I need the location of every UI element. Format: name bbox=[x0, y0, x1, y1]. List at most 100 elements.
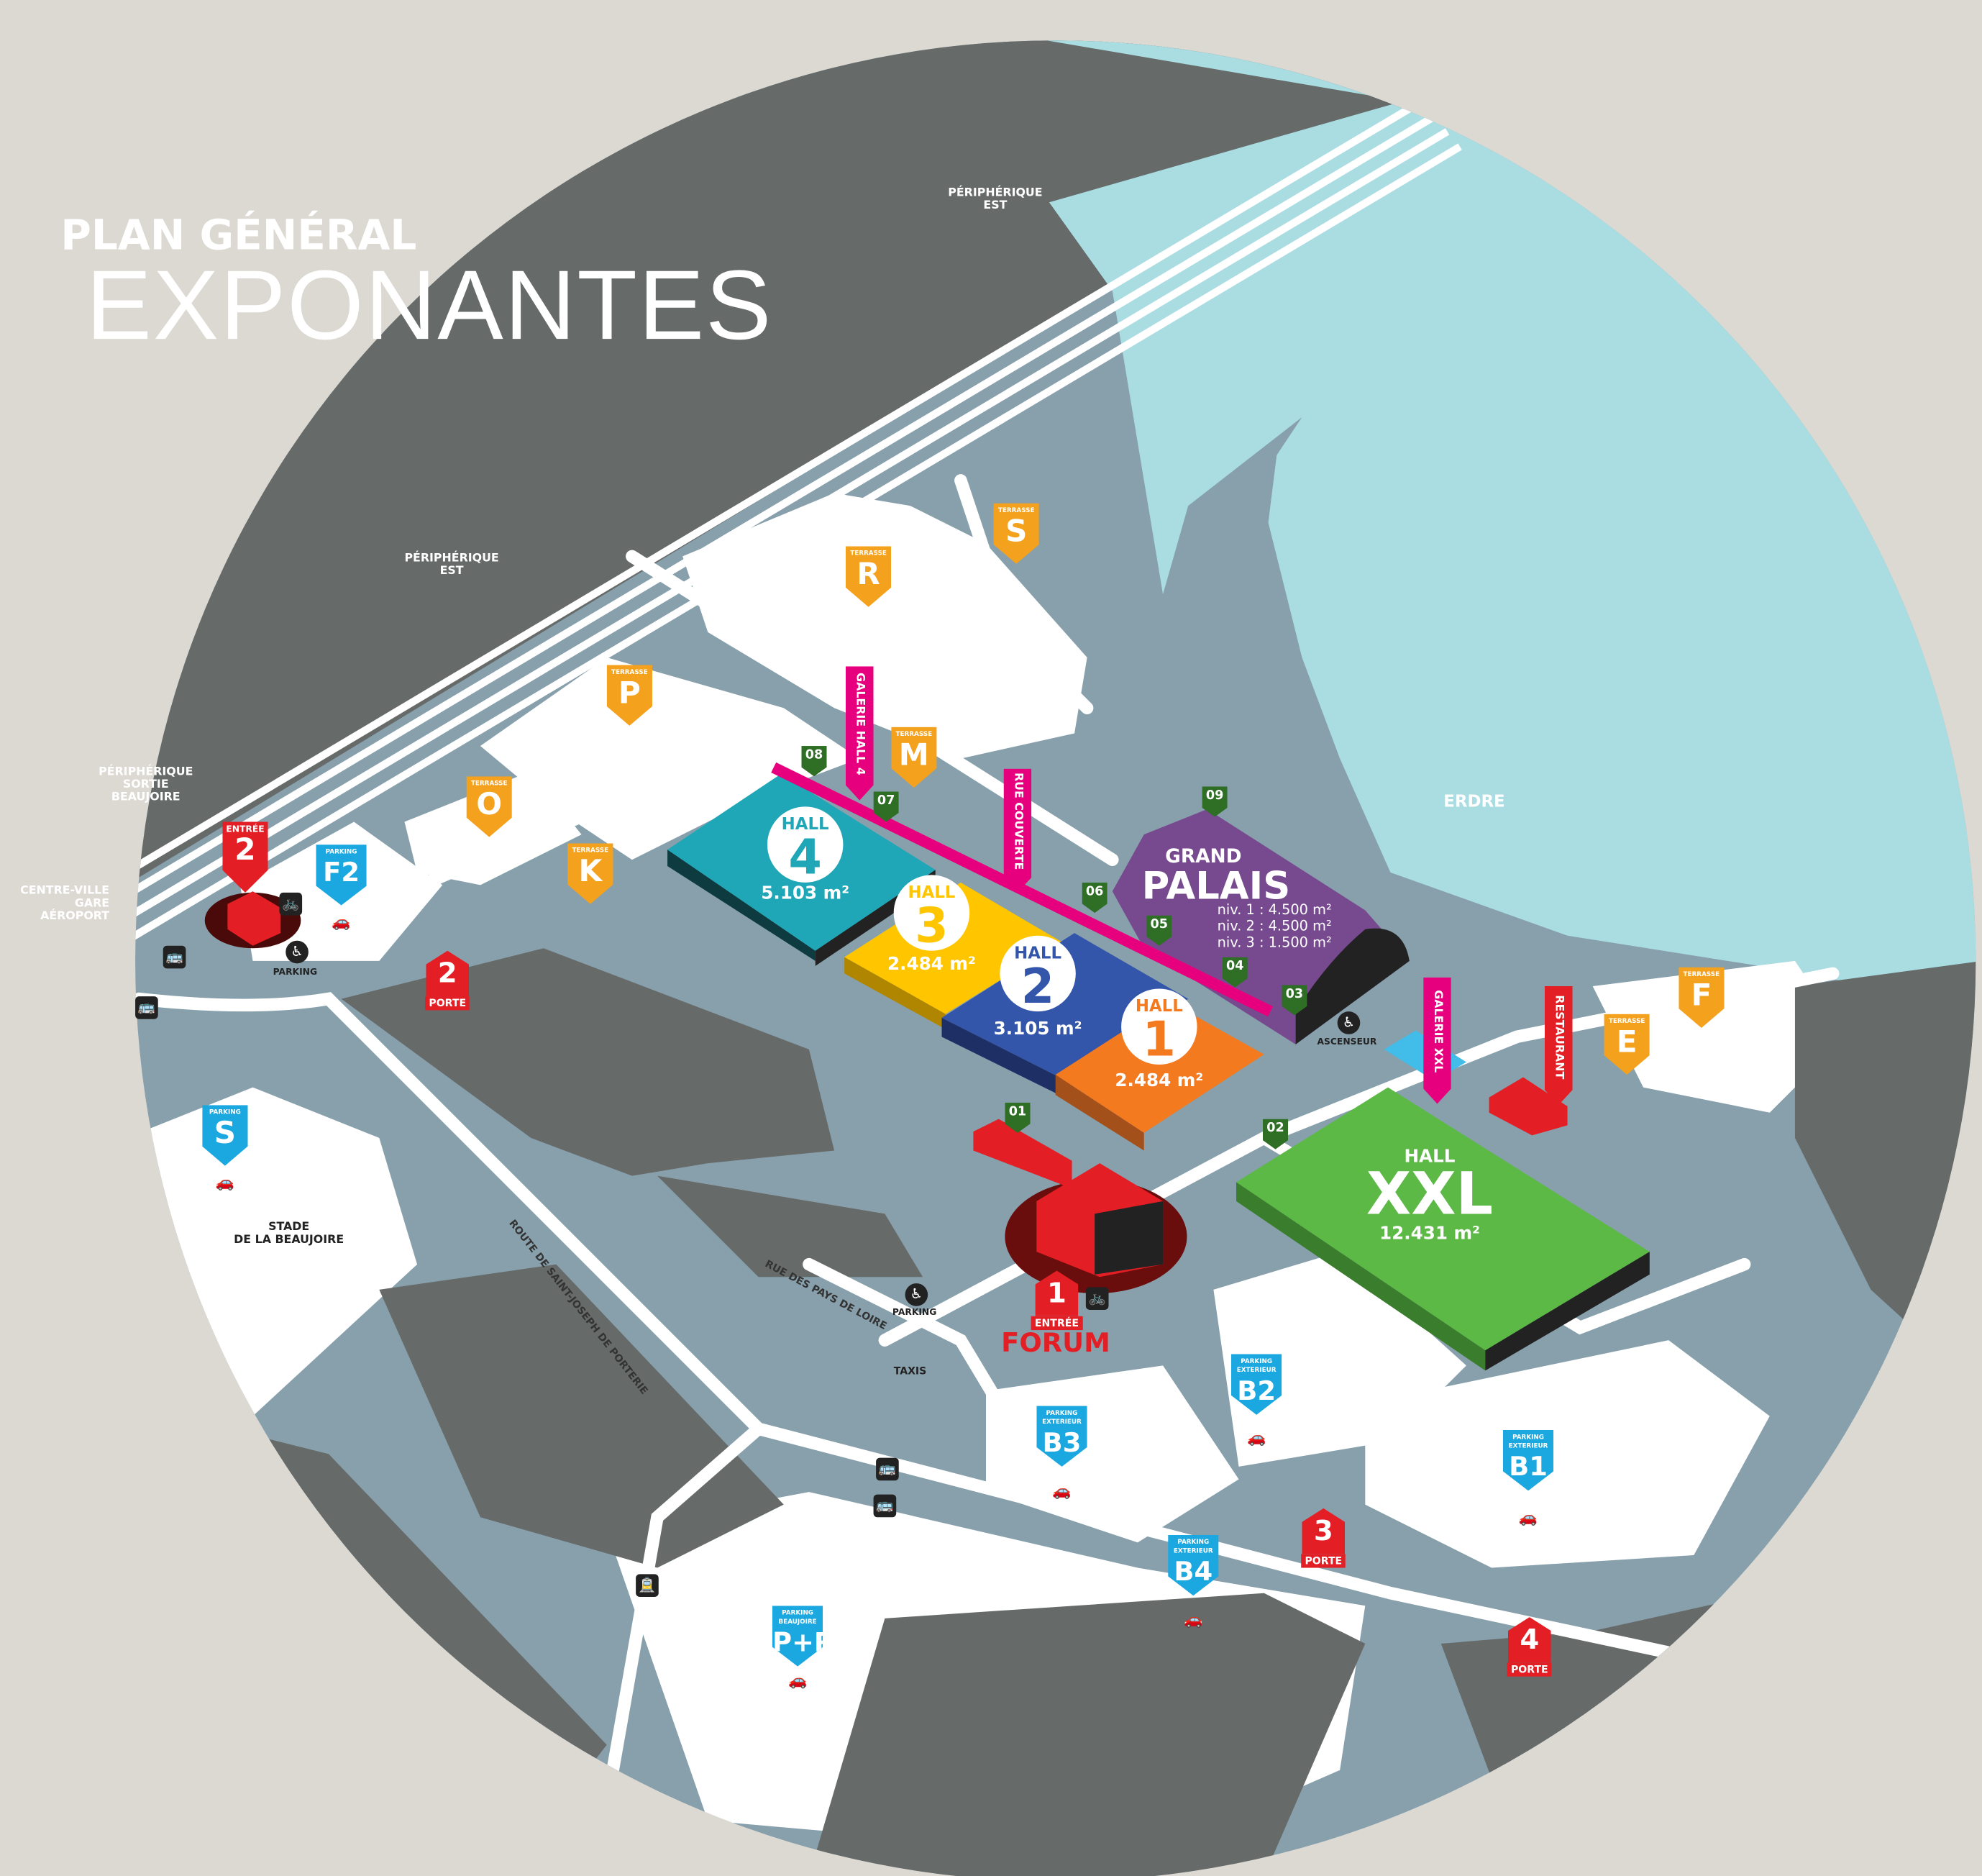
forum-label: FORUM bbox=[1001, 1327, 1110, 1358]
marker-caption: TERRASSE bbox=[1608, 1017, 1645, 1026]
wheelchair-icon: ♿ bbox=[905, 1283, 928, 1306]
grand-palais-line2: PALAIS bbox=[1141, 865, 1291, 909]
grand-palais-level-2: niv. 2 : 4.500 m² bbox=[1217, 918, 1332, 934]
car-icon: 🚗 bbox=[1052, 1482, 1072, 1500]
restaurant-banner[interactable]: RESTAURANT bbox=[1545, 986, 1573, 1105]
hall-4-label: HALL bbox=[781, 815, 829, 835]
hall-3-label: HALL bbox=[908, 883, 956, 903]
rue-couverte-banner[interactable]: RUE COUVERTE bbox=[1004, 769, 1032, 893]
hall-2-number: 2 bbox=[1020, 958, 1055, 1014]
rue-couverte-gallery bbox=[771, 762, 1273, 1017]
marker-caption: TERRASSE bbox=[1683, 970, 1720, 979]
marker-caption: PARKING EXTERIEUR bbox=[1042, 1409, 1082, 1426]
marker-caption: TERRASSE bbox=[572, 847, 609, 855]
porte-4-label: PORTE bbox=[1507, 1662, 1552, 1677]
bus-icon: 🚌 bbox=[135, 996, 158, 1019]
marker-letter: M bbox=[898, 737, 929, 773]
entree-1-marker[interactable]: 1 bbox=[1035, 1270, 1079, 1316]
grand-palais-level-3: niv. 3 : 1.500 m² bbox=[1217, 934, 1332, 951]
marker-letter: 4 bbox=[1520, 1624, 1540, 1657]
centre-ville-label: CENTRE-VILLE GARE AÉROPORT bbox=[20, 885, 110, 924]
bus-icon: 🚌 bbox=[163, 945, 186, 969]
marker-caption: TERRASSE bbox=[850, 550, 887, 558]
grand-palais-levels: niv. 1 : 4.500 m² niv. 2 : 4.500 m² niv.… bbox=[1218, 901, 1332, 951]
marker-letter: S bbox=[214, 1115, 237, 1151]
car-icon: 🚗 bbox=[1184, 1611, 1203, 1629]
car-icon: 🚗 bbox=[787, 1671, 808, 1690]
marker-caption: TERRASSE bbox=[895, 730, 933, 739]
periph-sortie-label: PÉRIPHÉRIQUE SORTIE BEAUJOIRE bbox=[99, 766, 193, 804]
hall-2-label: HALL bbox=[1014, 944, 1062, 964]
entree-2-building[interactable] bbox=[227, 891, 281, 946]
hall-1-building[interactable] bbox=[1055, 1001, 1264, 1133]
hall-1-number: 1 bbox=[1142, 1011, 1177, 1067]
marker-letter: 2 bbox=[437, 958, 457, 991]
marker-letter: O bbox=[476, 786, 503, 822]
wheelchair-icon: ♿ bbox=[286, 940, 309, 964]
hall-xxl-name: XXL bbox=[1366, 1159, 1494, 1228]
hall-1-label: HALL bbox=[1135, 997, 1183, 1017]
bike-icon: 🚲 bbox=[279, 892, 303, 916]
car-icon: 🚗 bbox=[1247, 1429, 1266, 1447]
ascenseur-label: ASCENSEUR bbox=[1317, 1037, 1377, 1047]
bike-icon: 🚲 bbox=[1085, 1287, 1109, 1310]
stade-label: STADE DE LA BEAUJOIRE bbox=[234, 1221, 344, 1247]
car-icon: 🚗 bbox=[215, 1173, 235, 1191]
restaurant-building[interactable] bbox=[1489, 1077, 1568, 1136]
tram-icon: 🚊 bbox=[636, 1574, 659, 1597]
marker-caption: PARKING EXTERIEUR bbox=[1236, 1357, 1277, 1375]
periph-est-label-top: PÉRIPHÉRIQUE EST bbox=[948, 187, 1043, 213]
marker-letter: B2 bbox=[1237, 1375, 1277, 1406]
marker-caption: TERRASSE bbox=[611, 668, 648, 677]
marker-letter: B4 bbox=[1174, 1556, 1213, 1587]
taxis-label: TAXIS bbox=[893, 1365, 927, 1378]
grand-palais-line1: GRAND bbox=[1165, 844, 1242, 868]
marker-letter: B3 bbox=[1042, 1427, 1082, 1458]
hall-2-building[interactable] bbox=[941, 933, 1189, 1078]
marker-caption: PARKING BEAUJOIRE bbox=[778, 1609, 817, 1626]
marker-letter: F bbox=[1691, 977, 1712, 1013]
marker-letter: K bbox=[578, 853, 603, 889]
wheelchair-icon: ♿ bbox=[1337, 1011, 1361, 1034]
marker-caption: TERRASSE bbox=[470, 780, 508, 788]
hall-3-building[interactable] bbox=[844, 882, 1062, 1014]
marker-letter: S bbox=[1005, 513, 1028, 549]
marker-letter: R bbox=[857, 556, 880, 592]
marker-letter: F2 bbox=[323, 857, 360, 888]
periph-est-label-left: PÉRIPHÉRIQUE EST bbox=[404, 552, 499, 578]
marker-caption: PARKING bbox=[209, 1108, 241, 1117]
hall-3-area: 2.484 m² bbox=[887, 955, 976, 975]
galerie-xxl-banner[interactable]: GALERIE XXL bbox=[1423, 978, 1451, 1104]
marker-caption: PARKING EXTERIEUR bbox=[1508, 1434, 1548, 1451]
hall-2-area: 3.105 m² bbox=[993, 1019, 1082, 1039]
galerie-hall-4-banner[interactable]: GALERIE HALL 4 bbox=[846, 666, 874, 800]
marker-letter: P bbox=[618, 675, 641, 711]
porte-2-label: PORTE bbox=[425, 996, 470, 1011]
hall-4-number: 4 bbox=[788, 829, 822, 885]
erdre-label: ERDRE bbox=[1443, 793, 1505, 812]
marker-caption: PARKING bbox=[325, 848, 357, 856]
parking-pmr-label-1: PARKING bbox=[273, 967, 318, 978]
hall-xxl-area: 12.431 m² bbox=[1379, 1224, 1480, 1244]
marker-letter: P+R bbox=[772, 1627, 835, 1658]
hall-xxl-building[interactable] bbox=[1236, 1087, 1650, 1351]
car-icon: 🚗 bbox=[332, 913, 351, 931]
hall-4-area: 5.103 m² bbox=[761, 883, 850, 904]
marker-caption: PARKING EXTERIEUR bbox=[1173, 1539, 1213, 1555]
parking-pmr-label-2: PARKING bbox=[892, 1307, 937, 1318]
hall-3-number: 3 bbox=[915, 897, 949, 954]
car-icon: 🚗 bbox=[1518, 1508, 1538, 1526]
bus-icon: 🚌 bbox=[873, 1494, 897, 1518]
title-exponantes: EXPONANTES bbox=[86, 249, 773, 360]
title-plan-general: PLAN GÉNÉRAL bbox=[60, 209, 417, 260]
marker-letter: 2 bbox=[234, 832, 256, 868]
porte-3-label: PORTE bbox=[1301, 1554, 1346, 1568]
marker-letter: B1 bbox=[1509, 1451, 1548, 1483]
